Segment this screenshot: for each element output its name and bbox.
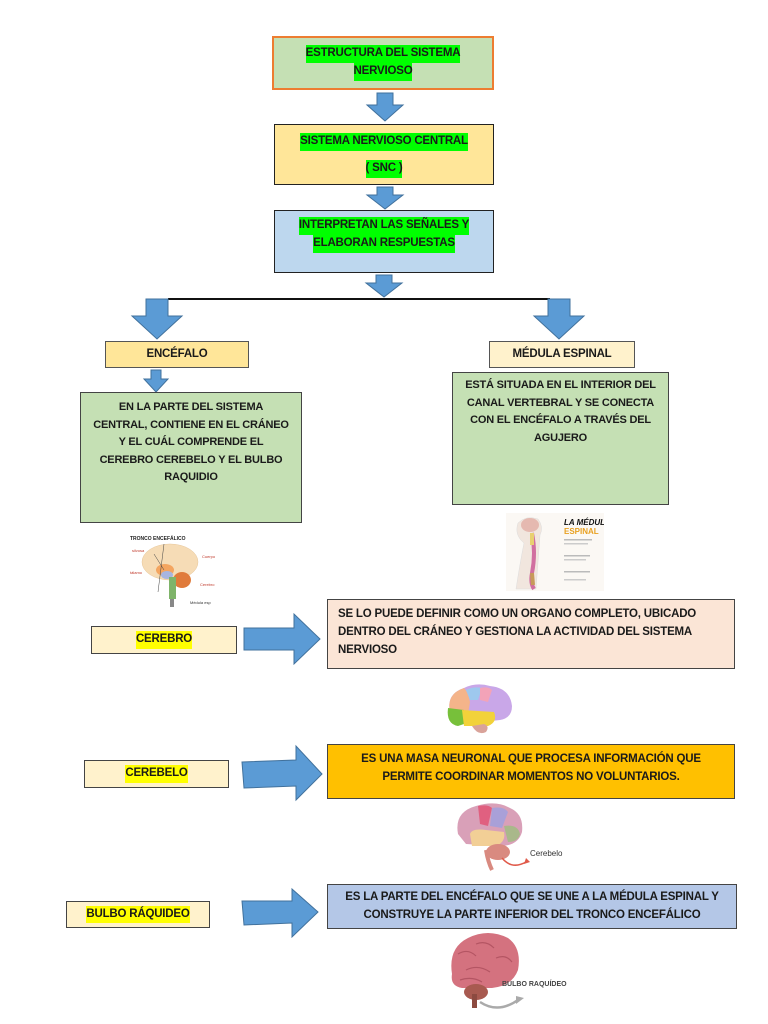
brainstem-caption: TRONCO ENCEFÁLICO — [130, 535, 186, 542]
cerebro-desc-line: SE LO PUEDE DEFINIR COMO UN ORGANO COMPL… — [338, 608, 697, 620]
cerebro-label-box: CEREBRO — [91, 626, 237, 654]
medulla-caption: BULBO RAQUÍDEO — [502, 979, 567, 988]
snc-box: SISTEMA NERVIOSO CENTRAL ( SNC ) — [274, 124, 494, 185]
function-line-2: ELABORAN RESPUESTAS — [313, 234, 455, 253]
encefalo-description-box: EN LA PARTE DEL SISTEMA CENTRAL, CONTIEN… — [80, 392, 302, 523]
cerebellum-brain-image: Cerebelo — [452, 800, 576, 872]
arrow-right-icon — [241, 744, 323, 802]
spinal-title-line-1: LA MÉDULA — [564, 518, 604, 527]
title-box: ESTRUCTURA DEL SISTEMA NERVIOSO — [272, 36, 494, 90]
brainstem-label: Médula esp — [190, 600, 211, 605]
medula-desc-line: CANAL VERTEBRAL Y SE CONECTA — [466, 396, 655, 409]
spinal-title-line-2: ESPINAL — [564, 527, 599, 536]
medula-desc-line: ESTÁ SITUADA EN EL INTERIOR DEL — [465, 379, 656, 391]
encefalo-desc-line: EN LA PARTE DEL SISTEMA — [118, 401, 264, 413]
arrow-right-icon — [243, 612, 321, 666]
arrow-down-icon — [364, 274, 404, 298]
brainstem-label: Cerebro — [200, 582, 215, 587]
cerebro-desc-line: DENTRO DEL CRÁNEO Y GESTIONA LA ACTIVIDA… — [338, 625, 693, 638]
cerebelo-description-box: ES UNA MASA NEURONAL QUE PROCESA INFORMA… — [327, 744, 735, 799]
arrow-down-icon — [142, 369, 170, 393]
encefalo-desc-line: Y EL CUÁL COMPRENDE EL — [118, 436, 264, 449]
bulbo-label-box: BULBO RÁQUIDEO — [66, 901, 210, 928]
medula-description-box: ESTÁ SITUADA EN EL INTERIOR DEL CANAL VE… — [452, 372, 669, 505]
brainstem-diagram-image: TRONCO ENCEFÁLICO silvosa tálamo Cuerpo … — [112, 532, 232, 614]
medulla-brain-icon: BULBO RAQUÍDEO — [451, 933, 567, 1009]
function-line-1: INTERPRETAN LAS SEÑALES Y — [298, 217, 469, 235]
encefalo-desc-line: RAQUIDIO — [164, 471, 218, 484]
snc-line-1: SISTEMA NERVIOSO CENTRAL — [300, 133, 468, 151]
bulbo-desc-line: CONSTRUYE LA PARTE INFERIOR DEL TRONCO E… — [363, 908, 701, 921]
cerebelo-desc-line: PERMITE COORDINAR MOMENTOS NO VOLUNTARIO… — [382, 770, 680, 783]
cerebro-description-box: SE LO PUEDE DEFINIR COMO UN ORGANO COMPL… — [327, 599, 735, 669]
medulla-brain-image: BULBO RAQUÍDEO — [446, 930, 578, 1016]
encefalo-desc-line: CEREBRO CEREBELO Y EL BULBO — [99, 453, 283, 466]
snc-line-2: ( SNC ) — [365, 159, 403, 178]
cerebellum-brain-icon: Cerebelo — [457, 803, 563, 871]
brainstem-label: Cuerpo — [202, 554, 216, 559]
bulbo-desc-line: ES LA PARTE DEL ENCÉFALO QUE SE UNE A LA… — [345, 890, 719, 903]
bulbo-description-box: ES LA PARTE DEL ENCÉFALO QUE SE UNE A LA… — [327, 884, 737, 929]
medula-desc-line: AGUJERO — [534, 431, 587, 444]
function-box: INTERPRETAN LAS SEÑALES Y ELABORAN RESPU… — [274, 210, 494, 273]
encefalo-label: ENCÉFALO — [146, 347, 208, 360]
spinal-cord-icon: LA MÉDULA ESPINAL — [506, 513, 611, 591]
bulbo-label: BULBO RÁQUIDEO — [86, 905, 190, 924]
cerebelo-label: CEREBELO — [125, 765, 188, 783]
cerebro-label: CEREBRO — [135, 631, 192, 649]
cerebellum-caption: Cerebelo — [530, 849, 563, 858]
encefalo-desc-line: CENTRAL, CONTIENE EN EL CRÁNEO — [93, 418, 289, 431]
colored-brain-image — [442, 680, 518, 738]
cerebro-desc-line: NERVIOSO — [338, 643, 397, 656]
branch-connector-line — [168, 298, 550, 300]
svg-text:tálamo: tálamo — [130, 570, 143, 575]
medula-label: MÉDULA ESPINAL — [512, 347, 612, 360]
spinal-cord-image: LA MÉDULA ESPINAL — [506, 513, 611, 591]
arrow-down-icon — [365, 92, 405, 122]
title-line-1: ESTRUCTURA DEL SISTEMA — [305, 45, 461, 63]
arrow-down-icon — [365, 186, 405, 210]
medula-label-box: MÉDULA ESPINAL — [489, 341, 635, 368]
cerebelo-label-box: CEREBELO — [84, 760, 229, 788]
colored-brain-icon — [447, 684, 512, 734]
arrow-right-icon — [241, 887, 319, 939]
encefalo-label-box: ENCÉFALO — [105, 341, 249, 368]
arrow-down-icon — [130, 298, 184, 340]
title-line-2: NERVIOSO — [353, 63, 413, 81]
arrow-down-icon — [532, 298, 586, 340]
svg-text:silvosa: silvosa — [132, 548, 145, 553]
cerebelo-desc-line: ES UNA MASA NEURONAL QUE PROCESA INFORMA… — [361, 753, 701, 765]
medula-desc-line: CON EL ENCÉFALO A TRAVÉS DEL — [470, 414, 651, 427]
brainstem-diagram-icon: TRONCO ENCEFÁLICO silvosa tálamo Cuerpo … — [130, 535, 216, 607]
